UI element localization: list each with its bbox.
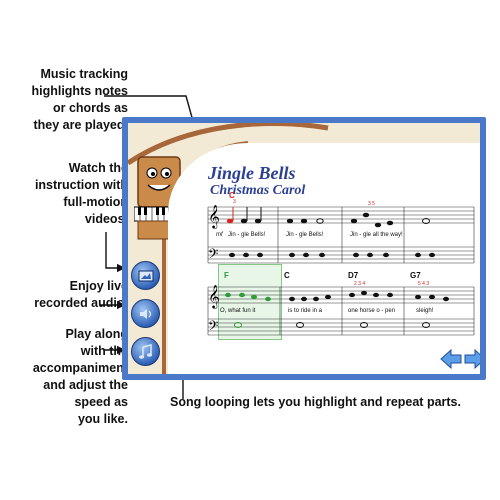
callout-watch-videos: Watch the instruction with full-motion v…: [34, 161, 128, 226]
staff1-dynamic: mf: [216, 232, 223, 238]
staff2-lyric-2: is to ride in a: [288, 308, 323, 314]
svg-text:3: 3: [233, 199, 236, 205]
music-notes-icon: [138, 343, 152, 359]
staff1-lyric-3: Jin - gle all the way!: [350, 232, 403, 238]
song-title: Jingle Bells: [208, 163, 296, 183]
staff2-lyric-3: one horse o - pen: [348, 308, 396, 314]
svg-text:𝄢: 𝄢: [208, 246, 218, 265]
arrow-right-icon[interactable]: [464, 349, 480, 369]
video-button[interactable]: [131, 261, 160, 290]
app-window: Jingle Bells Christmas Carol 𝄞 𝄢: [122, 117, 486, 380]
svg-text:𝄞: 𝄞: [208, 204, 220, 229]
song-subtitle: Christmas Carol: [210, 183, 306, 198]
callout-music-tracking: Music tracking highlights notes or chord…: [31, 67, 128, 132]
staff1-lyric-1: Jin - gle Bells!: [228, 232, 266, 238]
arrow-left-icon[interactable]: [440, 349, 462, 369]
sheet-music-panel: [168, 143, 480, 374]
staff2-lyric-1: O, what fun it: [220, 308, 256, 314]
svg-text:𝄢: 𝄢: [208, 318, 218, 337]
svg-text:𝄞: 𝄞: [208, 284, 220, 309]
staff2-chord-3: D7: [348, 271, 359, 280]
callout-play-along: Play along with the accompaniment and ad…: [32, 327, 128, 426]
video-icon: [138, 270, 153, 281]
svg-text:3 5: 3 5: [368, 201, 375, 207]
staff-system-2: 𝄞 𝄢 2 3 4 5 4 3: [207, 281, 475, 337]
audio-button[interactable]: [131, 299, 160, 328]
staff1-lyric-2: Jin - gle Bells!: [286, 232, 324, 238]
staff2-lyric-4: sleigh!: [416, 308, 434, 314]
svg-text:2 3 4: 2 3 4: [354, 281, 365, 287]
staff2-chord-1: F: [224, 271, 229, 280]
loop-selection-box[interactable]: [218, 264, 282, 340]
app-content: Jingle Bells Christmas Carol 𝄞 𝄢: [128, 123, 480, 374]
staff1-chord: C: [229, 191, 235, 200]
staff2-chord-4: G7: [410, 271, 421, 280]
staff2-chord-2: C: [284, 271, 290, 280]
callout-song-looping: Song looping lets you highlight and repe…: [170, 395, 461, 409]
accompaniment-button[interactable]: [131, 337, 160, 366]
speaker-icon: [139, 308, 151, 319]
callout-recorded-audio: Enjoy live recorded audio.: [34, 279, 128, 310]
staff-system-1: 𝄞 𝄢 3 3 5: [207, 199, 475, 265]
svg-text:5 4 3: 5 4 3: [418, 281, 429, 287]
